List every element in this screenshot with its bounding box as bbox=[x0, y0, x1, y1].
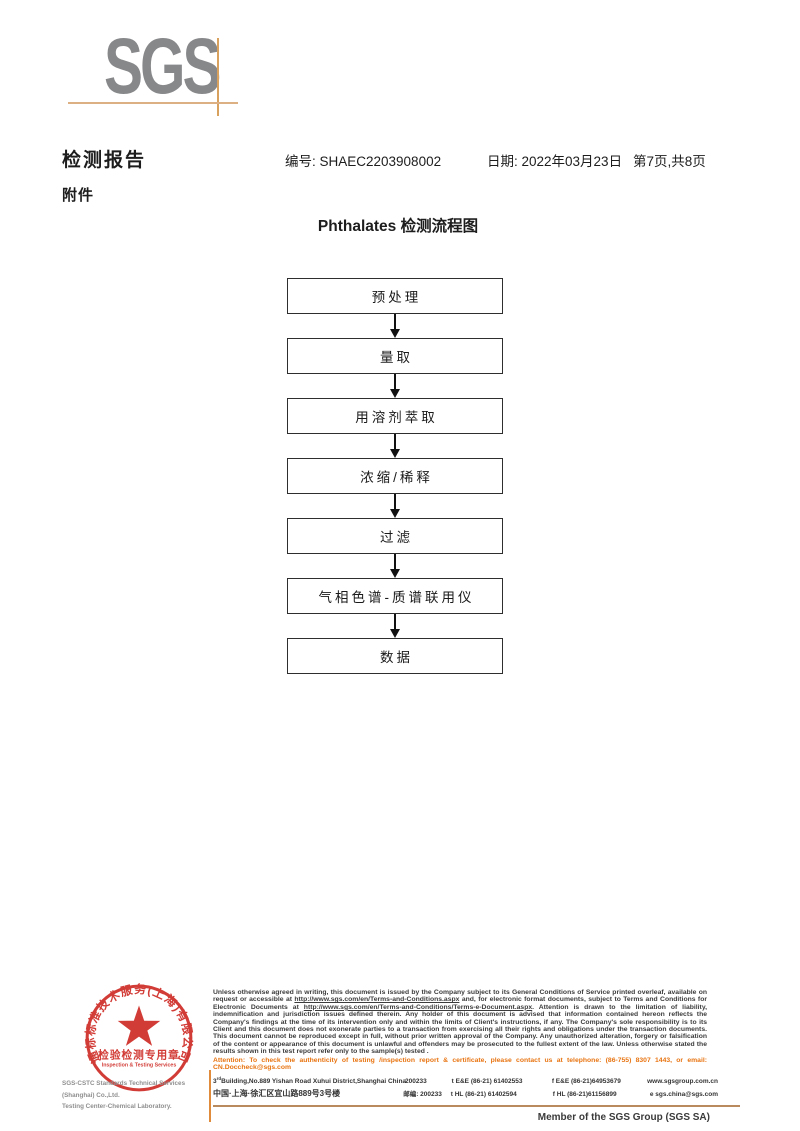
arrow-down-icon bbox=[287, 374, 503, 398]
terms-url: http://www.sgs.com/en/Terms-and-Conditio… bbox=[294, 996, 460, 1004]
flow-step-pretreatment: 预处理 bbox=[287, 278, 503, 314]
postcode-cn: 邮编: 200233 bbox=[403, 1091, 442, 1098]
arrow-down-icon bbox=[287, 614, 503, 638]
report-number: 编号: SHAEC2203908002 bbox=[285, 154, 442, 169]
address-block: 3rdBuilding,No.889 Yishan Road Xuhui Dis… bbox=[213, 1076, 718, 1100]
email-address: e sgs.china@sgs.com bbox=[649, 1091, 718, 1098]
fax-hl: f HL (86-21)61156899 bbox=[552, 1091, 617, 1098]
flowchart: 预处理 量取 用溶剂萃取 浓缩/稀释 过滤 气相色谱-质谱联用仪 数据 bbox=[287, 278, 503, 674]
sgs-logo-text: SGS bbox=[104, 21, 222, 110]
disclaimer-text: . Attention is drawn to the limitation o… bbox=[213, 1003, 707, 1056]
logo-crosshair-vertical bbox=[217, 38, 219, 116]
website-url: www.sgsgroup.com.cn bbox=[647, 1078, 719, 1086]
flow-step-concentrate-dilute: 浓缩/稀释 bbox=[287, 458, 503, 494]
attachment-label: 附件 bbox=[62, 187, 95, 204]
disclaimer-text: and, for electronic format documents, su… bbox=[213, 996, 707, 1011]
company-name-block: SGS-CSTC Standards Technical Services (S… bbox=[62, 1078, 212, 1113]
disclaimer-paragraph: Unless otherwise agreed in writing, this… bbox=[213, 989, 707, 1056]
page-indicator: 第7页,共8页 bbox=[633, 154, 706, 169]
address-row-en: 3rdBuilding,No.889 Yishan Road Xuhui Dis… bbox=[213, 1076, 718, 1088]
disclaimer-text: Unless otherwise agreed in writing, this… bbox=[213, 989, 707, 1004]
flow-step-measure: 量取 bbox=[287, 338, 503, 374]
flow-step-filter: 过滤 bbox=[287, 518, 503, 554]
attention-notice: Attention: To check the authenticity of … bbox=[213, 1056, 707, 1072]
street-address-cn: 中国·上海·徐汇区宜山路889号3号楼 bbox=[213, 1089, 341, 1098]
legal-disclaimer: Unless otherwise agreed in writing, this… bbox=[213, 989, 707, 1071]
e-document-terms-url: http://www.sgs.com/en/Terms-and-Conditio… bbox=[303, 1003, 533, 1011]
footer-separator-line bbox=[213, 1105, 740, 1107]
postcode-en: 200233 bbox=[405, 1078, 427, 1086]
arrow-down-icon bbox=[287, 314, 503, 338]
seal-subtitle: Inspection & Testing Services bbox=[102, 1062, 177, 1068]
report-title: 检测报告 bbox=[62, 150, 147, 171]
report-date: 日期: 2022年03月23日 bbox=[487, 154, 623, 169]
company-name-line1: SGS-CSTC Standards Technical Services (S… bbox=[62, 1080, 186, 1099]
flow-step-solvent-extraction: 用溶剂萃取 bbox=[287, 398, 503, 434]
company-seal-stamp: 通标标准技术服务(上海)有限公司 检验检测专用章 Inspection & Te… bbox=[83, 982, 194, 1092]
address-row-cn: 中国·上海·徐汇区宜山路889号3号楼 邮编: 200233 t HL (86-… bbox=[213, 1088, 718, 1100]
phone-ee: t E&E (86-21) 61402553 bbox=[451, 1078, 523, 1086]
arrow-down-icon bbox=[287, 554, 503, 578]
arrow-down-icon bbox=[287, 434, 503, 458]
flow-step-gcms: 气相色谱-质谱联用仪 bbox=[287, 578, 503, 614]
street-address-en: 3rdBuilding,No.889 Yishan Road Xuhui Dis… bbox=[213, 1076, 407, 1086]
arrow-down-icon bbox=[287, 494, 503, 518]
star-icon bbox=[117, 1005, 161, 1046]
sgs-logo: SGS bbox=[0, 0, 260, 140]
logo-crosshair-horizontal bbox=[68, 102, 238, 104]
fax-ee: f E&E (86-21)64953679 bbox=[551, 1078, 621, 1086]
flowchart-title: Phthalates 检测流程图 bbox=[317, 218, 479, 235]
company-name-line2: Testing Center-Chemical Laboratory. bbox=[62, 1103, 172, 1111]
sgs-group-member-note: Member of the SGS Group (SGS SA) bbox=[537, 1112, 710, 1123]
phone-hl: t HL (86-21) 61402594 bbox=[450, 1091, 517, 1098]
seal-title: 检验检测专用章 bbox=[98, 1048, 180, 1061]
flow-step-data: 数据 bbox=[287, 638, 503, 674]
address-divider-line bbox=[209, 1070, 211, 1122]
